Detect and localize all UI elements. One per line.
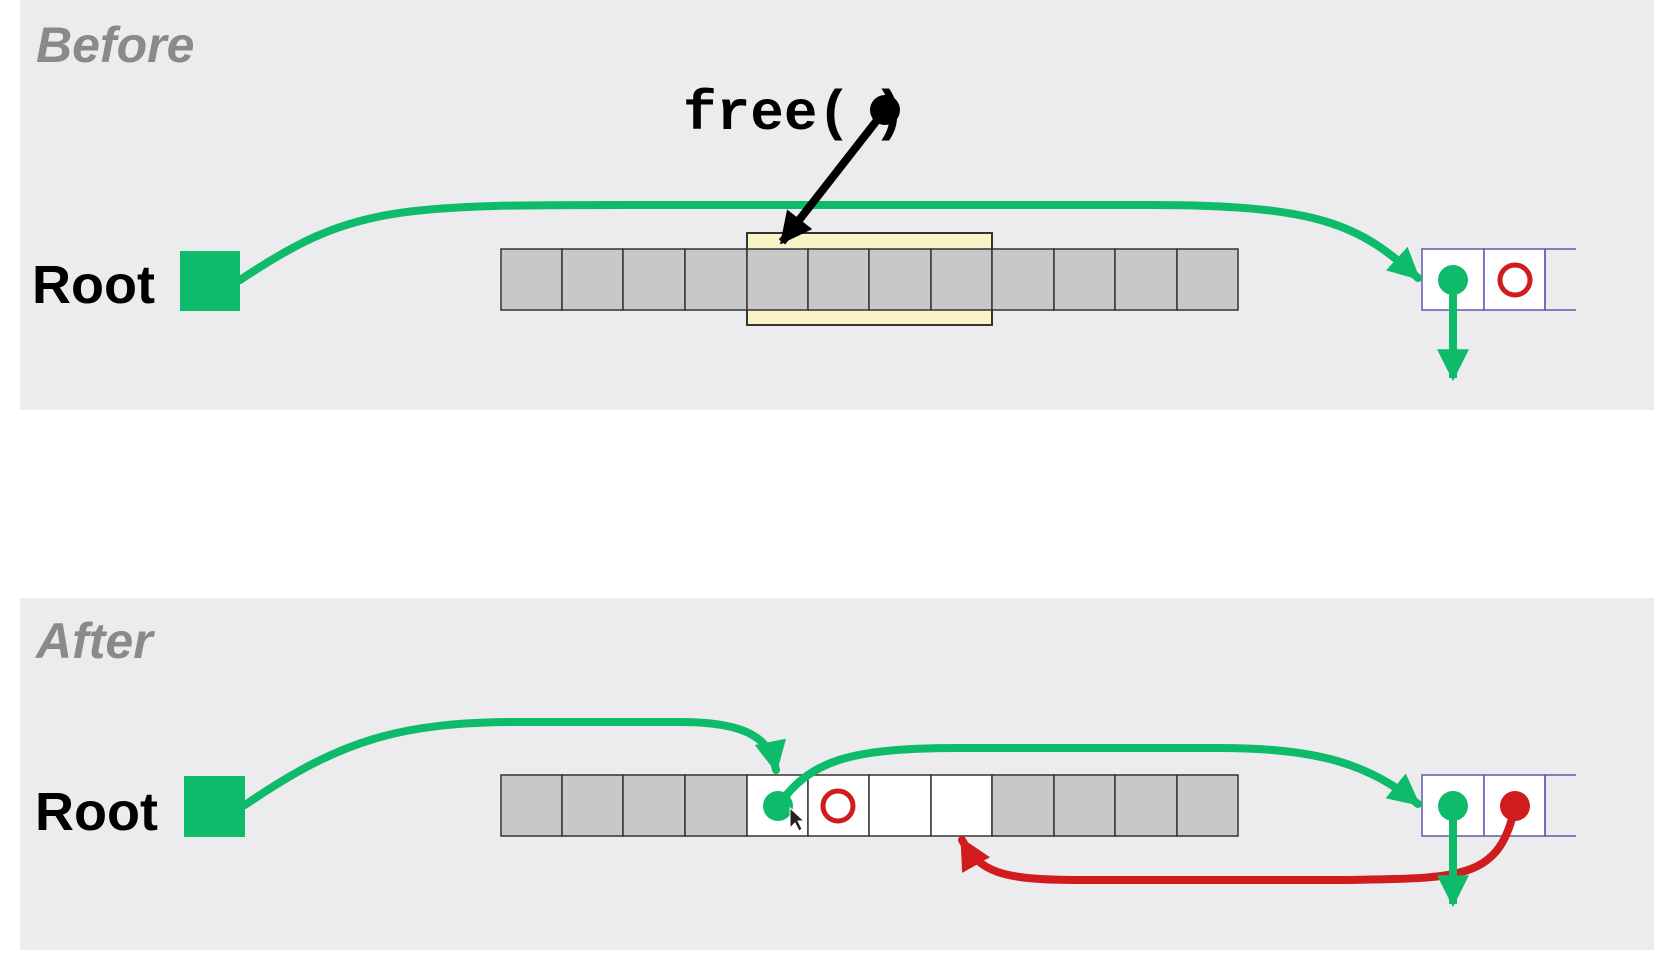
- after-heap-cell: [1114, 774, 1178, 837]
- before-heap-cell: [807, 248, 870, 311]
- after-freed-next-pointer-icon: [763, 791, 793, 821]
- before-list-cell: [1483, 248, 1546, 311]
- before-heap-cell: [561, 248, 624, 311]
- after-free-list-block: [1421, 774, 1576, 837]
- after-freed-prev-null-icon: [820, 788, 856, 824]
- before-root-square-icon: [180, 251, 240, 311]
- after-heap-cell: [1053, 774, 1116, 837]
- after-heap-cell: [1176, 774, 1239, 837]
- before-heap-cell: [500, 248, 563, 311]
- after-heap-cell: [561, 774, 624, 837]
- after-title: After: [36, 613, 153, 669]
- after-root-square-icon: [184, 776, 245, 837]
- after-freed-cell: [807, 774, 870, 837]
- after-heap-cell: [991, 774, 1055, 837]
- after-root-to-freed-arrow: [241, 718, 787, 809]
- after-freed-to-list-arrow: [774, 744, 1422, 810]
- before-prev-null-icon: [1497, 262, 1533, 298]
- after-prev-back-arrow: [958, 802, 1519, 884]
- after-next-pointer-icon: [1438, 791, 1468, 821]
- after-heap: [500, 774, 1239, 837]
- after-heap-cell: [622, 774, 686, 837]
- before-heap-cell: [746, 248, 809, 311]
- before-heap-cell: [622, 248, 686, 311]
- free-pointer-arrow: [778, 107, 889, 245]
- before-heap-cell: [991, 248, 1055, 311]
- after-freed-cell: [868, 774, 932, 837]
- before-heap-cell: [1114, 248, 1178, 311]
- after-root-label: Root: [35, 782, 158, 842]
- free-call-label: free(: [683, 82, 852, 146]
- before-heap-cell: [1176, 248, 1239, 311]
- before-heap-cell: [868, 248, 932, 311]
- before-heap: [500, 248, 1239, 311]
- after-freed-cell: [930, 774, 993, 837]
- after-heap-cell: [500, 774, 563, 837]
- before-heap-cell: [684, 248, 748, 311]
- before-heap-cell: [930, 248, 993, 311]
- before-root-label: Root: [32, 255, 155, 315]
- before-title: Before: [36, 17, 195, 73]
- after-heap-cell: [684, 774, 748, 837]
- before-root-to-list-arrow: [236, 200, 1422, 284]
- mouse-cursor-icon: [789, 806, 806, 832]
- before-heap-cell: [1053, 248, 1116, 311]
- after-prev-pointer-icon: [1500, 791, 1530, 821]
